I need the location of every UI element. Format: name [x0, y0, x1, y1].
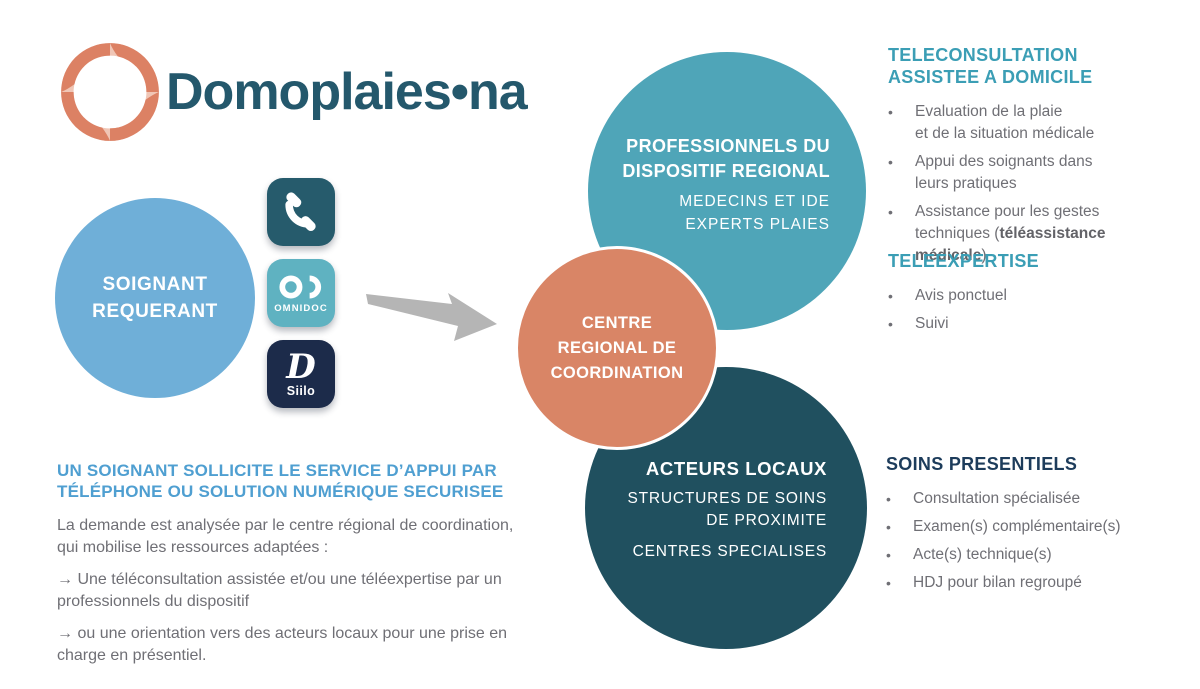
phone-channel-tile [267, 178, 335, 246]
process-description-section: UN SOIGNANT SOLLICITE LE SERVICE D’APPUI… [57, 460, 527, 667]
process-paragraph: La demande est analysée par le centre ré… [57, 517, 514, 556]
soins-presentiels-heading: SOINS PRESENTIELS [886, 454, 1078, 474]
centres-specialises-subtitle: CENTRES SPECIALISES [632, 543, 827, 560]
process-arrow-list: → Une téléconsultation assistée et/ou un… [57, 569, 527, 667]
bullet-item: •HDJ pour bilan regroupé [886, 574, 1082, 591]
teleexpertise-bullet-list: •Avis ponctuel •Suivi [888, 285, 1190, 335]
soins-presentiels-section: SOINS PRESENTIELS •Consultation spéciali… [886, 453, 1188, 600]
teleexpertise-heading: TELEEXPERTISE [888, 251, 1039, 271]
bullet-item: •Acte(s) technique(s) [886, 546, 1052, 563]
arrow-item: → Une téléconsultation assistée et/ou un… [57, 571, 502, 610]
siilo-label: Siilo [286, 384, 316, 398]
soins-bullet-list: •Consultation spécialisée •Examen(s) comp… [886, 488, 1188, 594]
process-heading: UN SOIGNANT SOLLICITE LE SERVICE D’APPUI… [57, 461, 504, 501]
bullet-item: •Avis ponctuel [888, 287, 1007, 304]
brand-title: Domoplaies•na [166, 63, 528, 121]
omnidoc-channel-tile: OMNIDOC [267, 259, 335, 327]
teleexpertise-section: TELEEXPERTISE •Avis ponctuel •Suivi [888, 250, 1190, 341]
bullet-item: •Suivi [888, 315, 949, 332]
flow-arrow-icon [366, 293, 497, 341]
omnidoc-label: OMNIDOC [274, 302, 328, 314]
acteurs-locaux-title: ACTEURS LOCAUX [645, 458, 827, 479]
siilo-channel-tile: D Siilo [267, 340, 335, 408]
bullet-item: •Consultation spécialisée [886, 490, 1081, 507]
bullet-item: •Examen(s) complémentaire(s) [886, 518, 1121, 535]
siilo-d-icon: D [286, 347, 316, 387]
arrow-item: → ou une orientation vers des acteurs lo… [57, 625, 508, 664]
domoplaies-swirl-logo-icon [61, 43, 159, 141]
omnidoc-logo-icon [279, 275, 322, 298]
phone-icon [285, 192, 316, 232]
